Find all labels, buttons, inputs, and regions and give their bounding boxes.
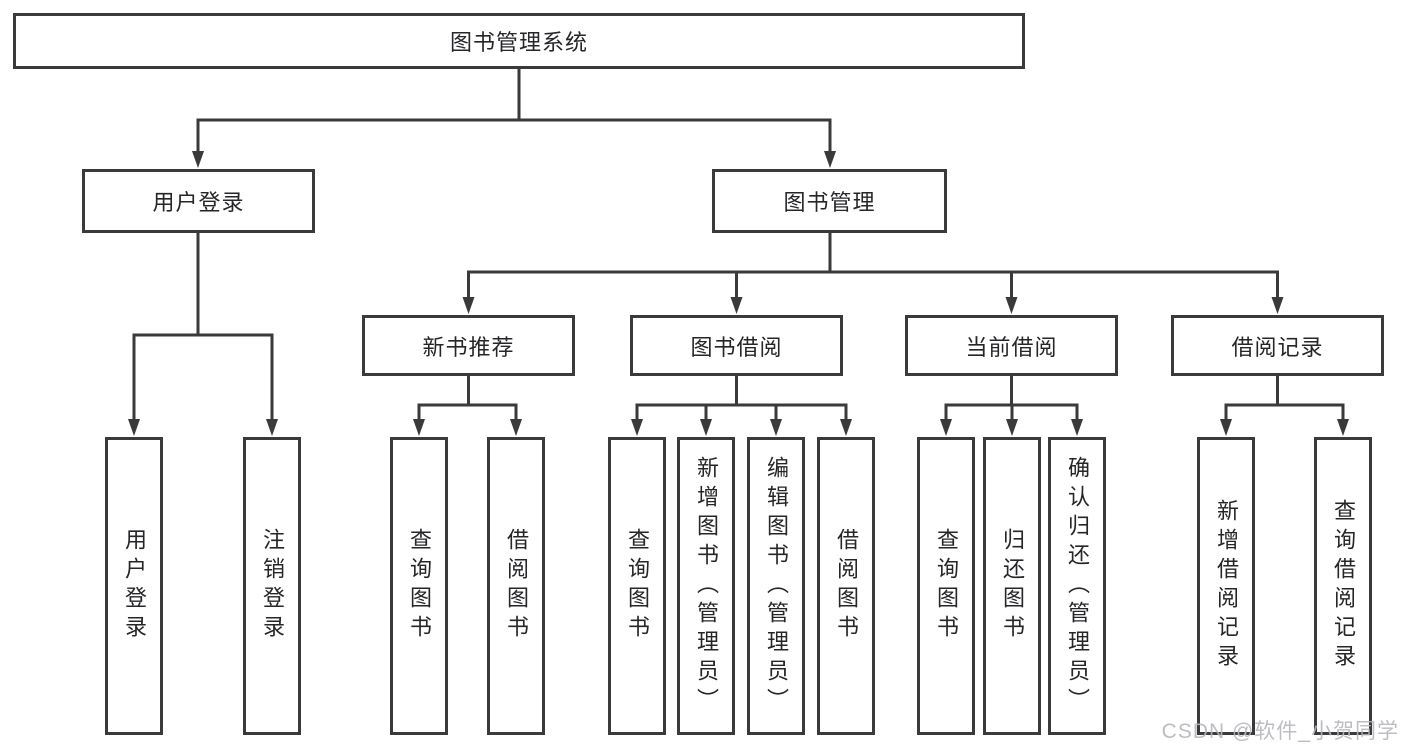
leaf-edit-books-admin: 编辑图书（管理员） — [747, 437, 805, 735]
leaf-return-books: 归还图书 — [983, 437, 1041, 735]
leaf-add-borrow-record: 新增借阅记录 — [1197, 437, 1255, 735]
leaf-query-books-borrowing: 查询图书 — [608, 437, 666, 735]
node-book-management: 图书管理 — [712, 169, 947, 233]
csdn-watermark: CSDN @软件_小贺同学 — [1161, 720, 1399, 743]
node-borrow-records: 借阅记录 — [1171, 315, 1384, 376]
leaf-borrow-books-recommend: 借阅图书 — [487, 437, 545, 735]
node-root-system: 图书管理系统 — [13, 13, 1025, 69]
leaf-query-borrow-record: 查询借阅记录 — [1314, 437, 1372, 735]
leaf-add-books-admin: 新增图书（管理员） — [677, 437, 735, 735]
leaf-query-books-recommend: 查询图书 — [390, 437, 448, 735]
leaf-user-login: 用户登录 — [105, 437, 163, 735]
node-user-login: 用户登录 — [82, 169, 315, 233]
node-current-borrowing: 当前借阅 — [905, 315, 1118, 376]
leaf-logout: 注销登录 — [243, 437, 301, 735]
leaf-borrow-books: 借阅图书 — [817, 437, 875, 735]
leaf-confirm-return-admin: 确认归还（管理员） — [1048, 437, 1106, 735]
leaf-query-books-current: 查询图书 — [917, 437, 975, 735]
node-new-book-recommend: 新书推荐 — [362, 315, 575, 376]
node-book-borrowing: 图书借阅 — [630, 315, 843, 376]
